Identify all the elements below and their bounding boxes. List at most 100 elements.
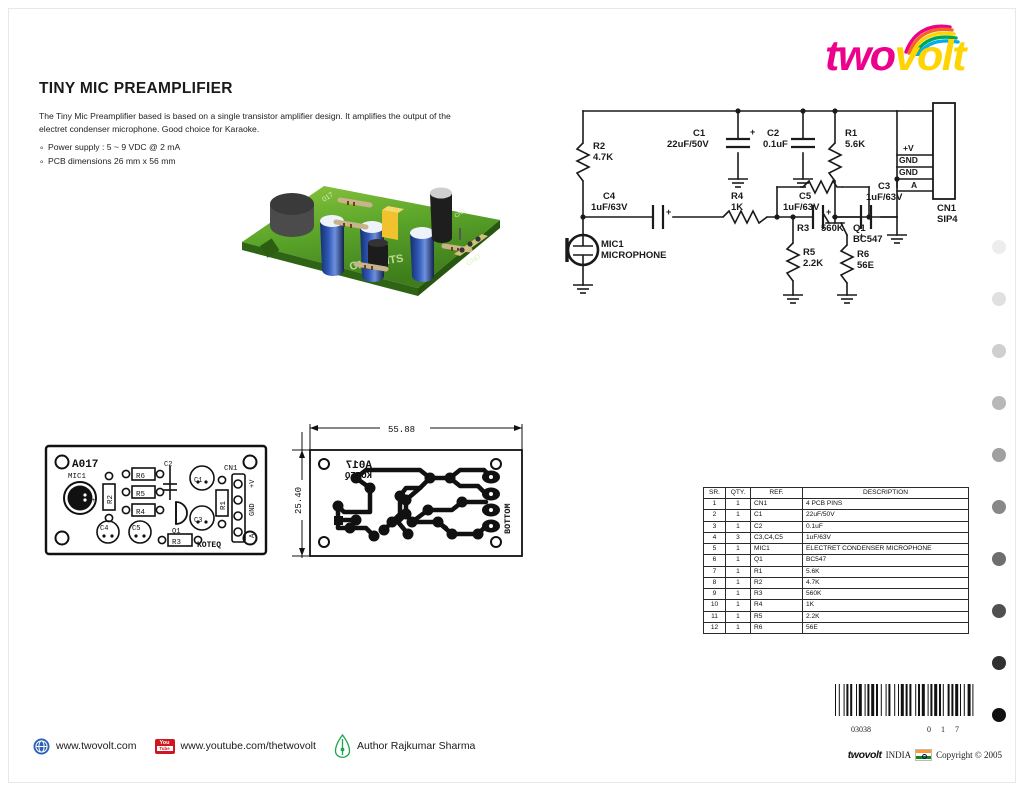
svg-text:+V: +V [903,143,914,153]
calibration-dot-4 [992,448,1006,462]
table-cell-c: 5 [703,543,726,556]
pcb-maker-comp: KOTEQ [197,541,221,550]
pcb-silk-r4: R4 [136,509,146,517]
schem-label-c5-val: 1uF/63V [783,202,820,213]
pcb-silk-r2: R2 [107,495,115,504]
calibration-dot-1 [992,292,1006,306]
schem-label-c3-val: 1uF/63V [866,192,903,203]
schem-label-cn1-ref: CN1 [937,203,957,214]
schem-label-r6-ref: R6 [857,249,869,260]
schem-label-q1-ref: Q1 [853,223,866,234]
table-cell-c: 6 [703,554,726,567]
calibration-dot-0 [992,240,1006,254]
pcb-silk-cn1: CN1 [224,465,238,473]
table-cell-d: 2.2K [802,610,969,623]
table-cell-d: 4.7K [802,576,969,590]
table-cell-r: R4 [750,599,803,612]
bullet-marker-icon: ∘ [39,156,45,167]
table-cell-c: 4 [703,531,726,545]
pcb-silk-r5: R5 [136,491,146,499]
table-cell-r: R1 [750,565,803,578]
schem-label-c4-ref: C4 [603,191,616,202]
pcb-silk-c5: C5 [132,525,140,533]
table-cell-q: 1 [725,576,751,590]
schem-label-r3-val: 560K [821,223,844,234]
schem-label-r5-val: 2.2K [803,258,823,269]
bullet-marker-icon: ∘ [39,142,45,152]
schem-label-c4-val: 1uF/63V [591,202,628,213]
barcode-number-left: 03038 [851,725,871,734]
table-cell-r: R3 [750,588,803,601]
svg-text:A: A [249,533,257,538]
table-cell-d: 22uF/50V [802,509,969,522]
print-calibration-strip [988,240,1010,760]
schem-label-c1-ref: C1 [693,128,706,139]
th-sr: SR. [703,486,726,500]
table-cell-d: 5.6K [802,565,969,578]
schem-label-cn1-val: SIP4 [937,214,958,225]
schem-connector-pin-labels: +V GND GND A [899,143,918,190]
copyright-line: twovolt INDIA Copyright © 2005 [848,749,1002,761]
pcb-photo: ONLYKITS [242,186,500,296]
youtube-label[interactable]: www.youtube.com/thetwovolt [180,740,316,752]
pcb-dim-height: 25.40 [294,487,304,514]
calibration-dot-6 [992,552,1006,566]
table-cell-q: 1 [725,588,751,601]
intro-paragraph: The Tiny Mic Preamplifier based is based… [39,111,451,135]
pen-nib-icon [334,734,351,758]
table-cell-d: 56E [802,621,969,635]
schem-label-c2-ref: C2 [767,128,779,139]
pcb-bottom-label: BOTTOM [503,503,513,534]
schem-label-r1-ref: R1 [845,128,858,139]
svg-text:A: A [911,180,917,190]
table-cell-q: 1 [725,610,751,623]
table-cell-c: 3 [703,520,726,533]
table-cell-r: C2 [750,520,803,533]
th-desc: DESCRIPTION [802,486,969,500]
table-cell-r: C1 [750,509,803,522]
th-qty: QTY. [725,486,751,500]
author-label: Author Rajkumar Sharma [356,740,476,752]
table-cell-d: BC547 [802,554,969,567]
table-cell-c: 1 [703,498,726,511]
table-cell-r: C3,C4,C5 [750,531,803,545]
calibration-dot-2 [992,344,1006,358]
table-cell-r: Q1 [750,554,803,567]
svg-text:+V: +V [249,479,257,488]
website-label[interactable]: www.twovolt.com [56,740,137,752]
pcb-silk-q1: Q1 [172,528,180,536]
logo-two: two [825,32,896,80]
schem-label-mic1-val: MICROPHONE [601,250,666,261]
logo-volt: volt [894,32,967,80]
table-cell-c: 8 [703,576,726,590]
schem-label-r1-val: 5.6K [845,139,865,150]
twovolt-logo: twovolt [825,22,1000,80]
schem-label-c2-val: 0.1uF [763,139,788,150]
copyright-brand: twovolt [847,749,882,761]
table-cell-d: 1K [802,599,969,612]
pcb-component-layout: A017 MIC1 + R2 R6 R5 R4 C4 C5 [44,444,268,556]
calibration-dot-8 [992,656,1006,670]
schem-label-r6-val: 56E [857,260,874,271]
table-cell-c: 7 [703,565,726,578]
pcb-silk-c4: C4 [100,525,108,533]
pcb-board-id: A017 [72,459,98,471]
pcb-copper-layout: 55.88 25.40 A017 KOTEQ BOTTOM [290,422,523,558]
table-cell-c: 11 [703,610,726,623]
copyright-country: INDIA [885,750,912,760]
spec-bullet-label-0: Power supply : 5 ~ 9 VDC @ 2 mA [48,142,181,152]
table-cell-c: 2 [703,509,726,522]
